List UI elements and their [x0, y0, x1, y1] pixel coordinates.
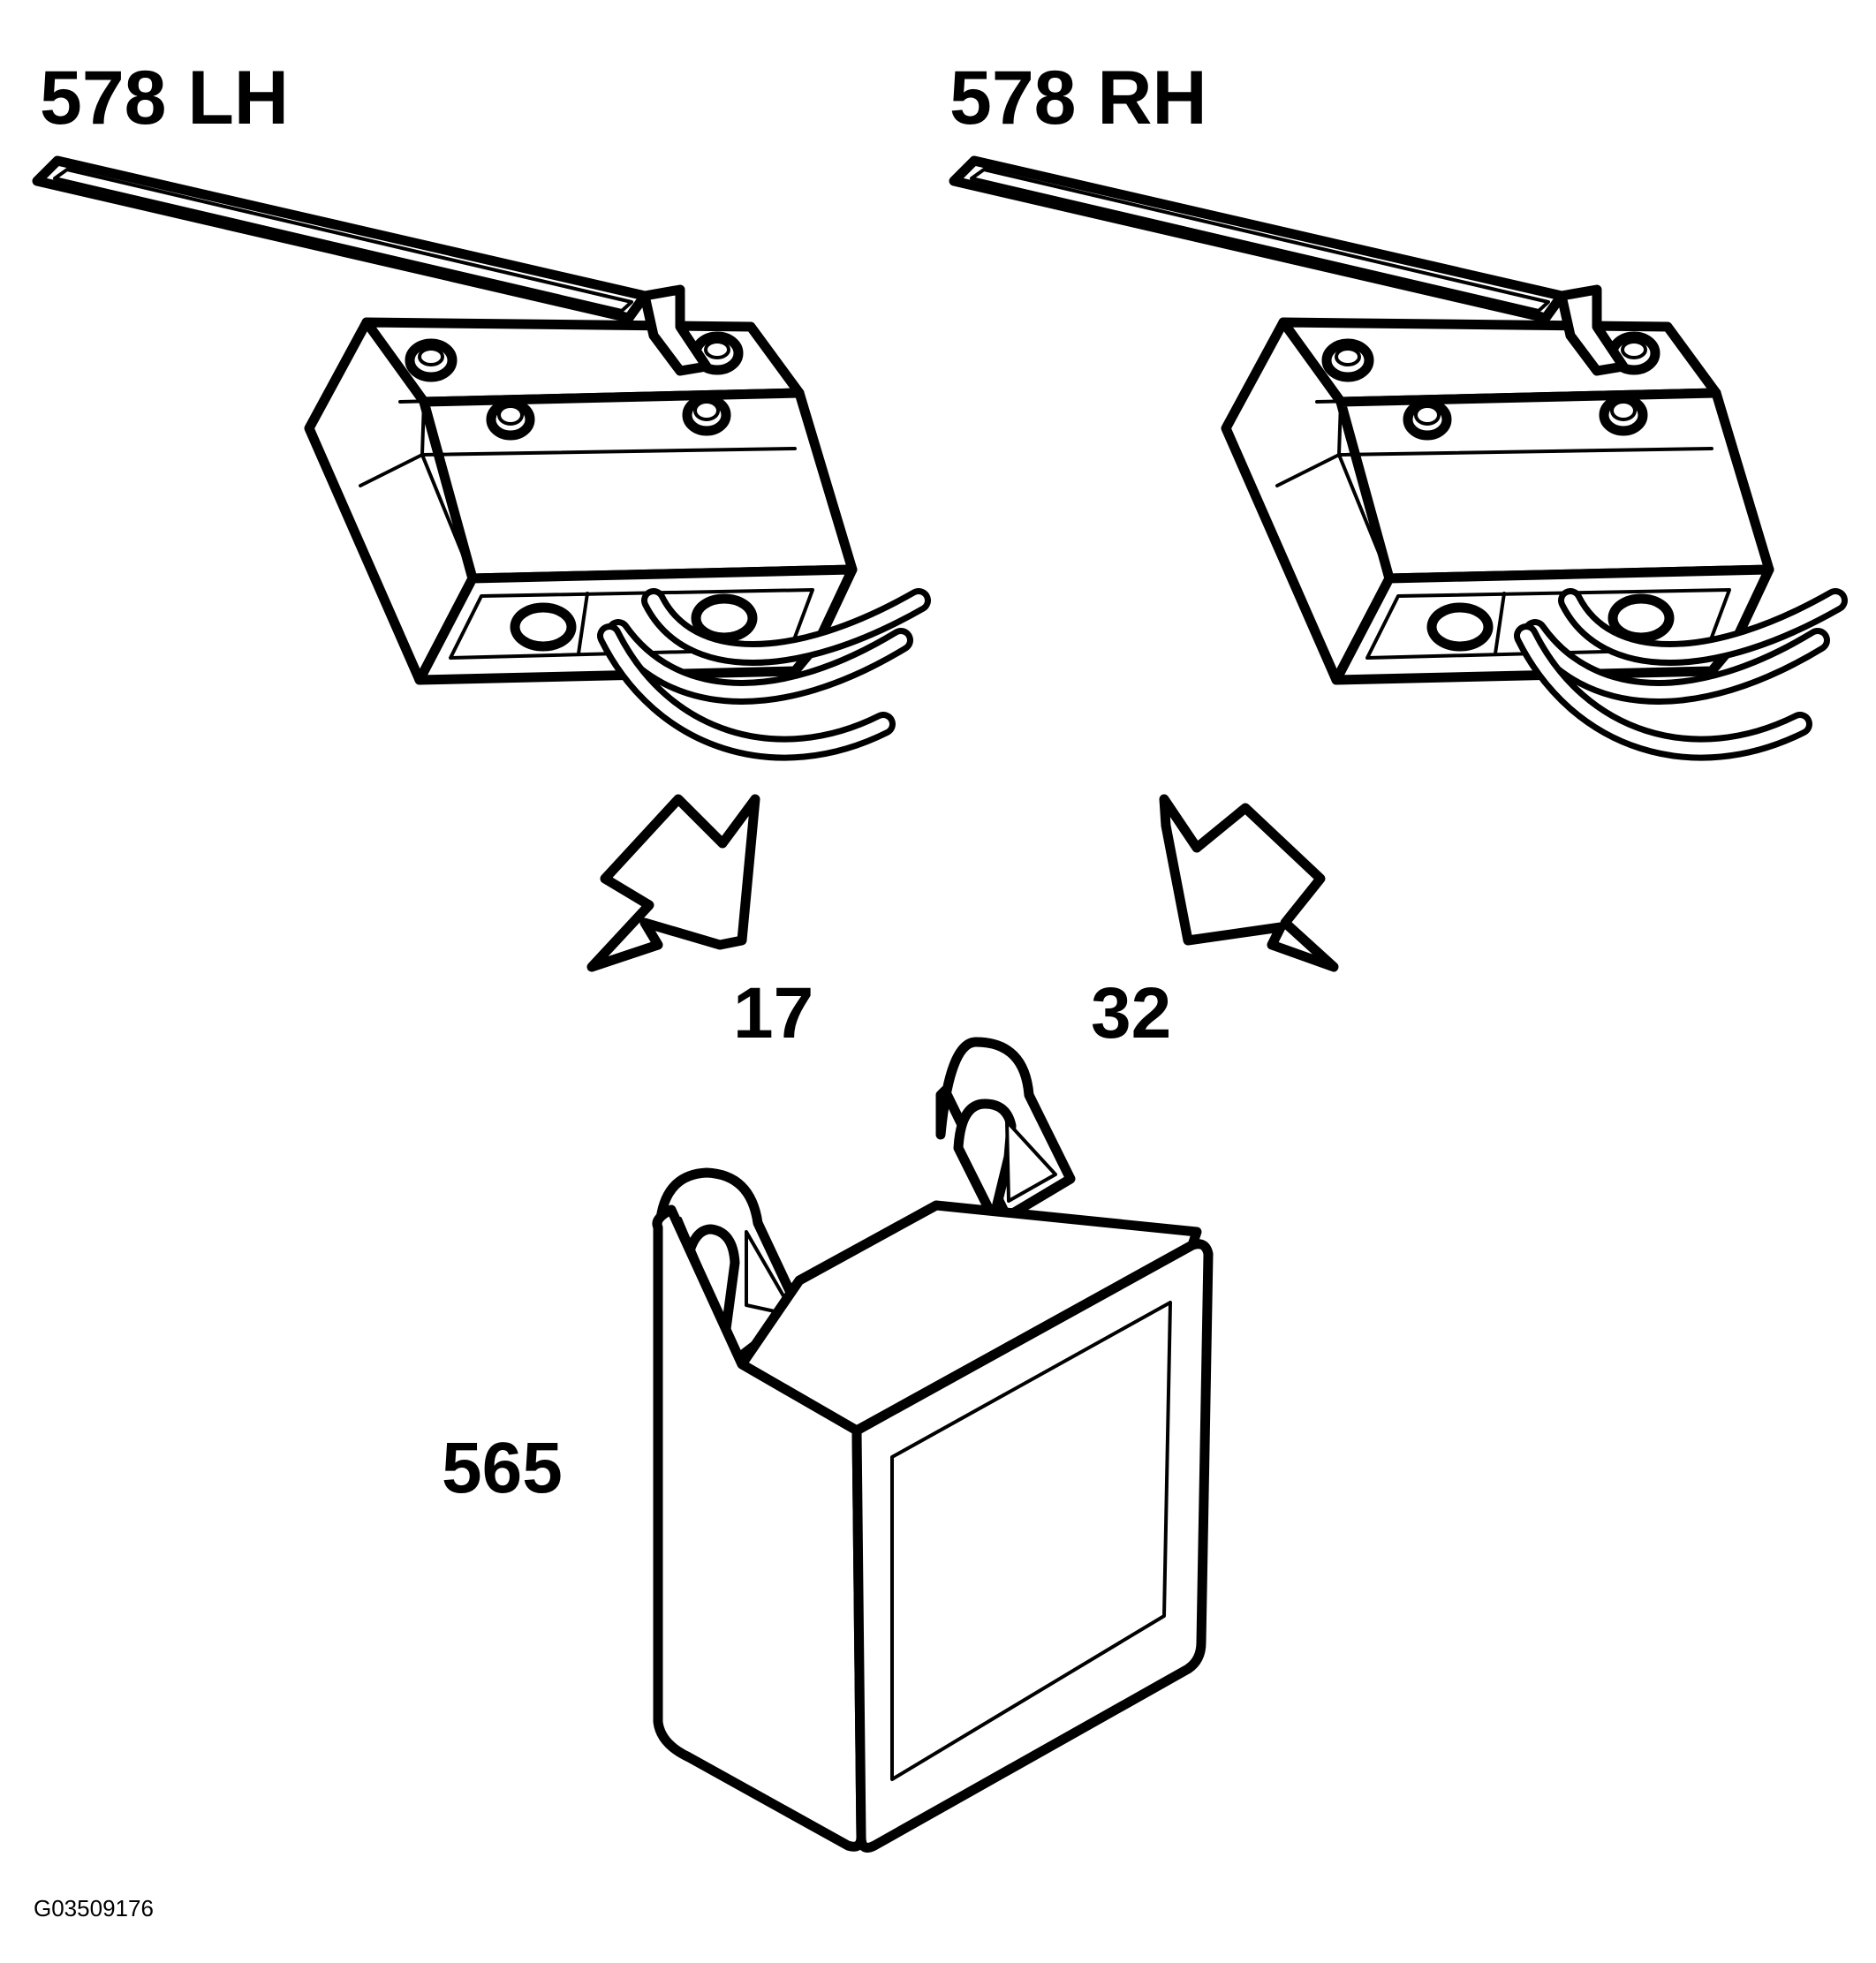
arrow-down-left-icon	[586, 794, 760, 972]
module-callout: 565	[442, 1428, 563, 1508]
microswitch-lh	[32, 155, 931, 761]
figure-id: G03509176	[34, 1895, 154, 1921]
pin-rh-callout: 32	[1091, 973, 1171, 1053]
switch-rh-callout: 578 RH	[949, 56, 1207, 140]
microswitch-rh	[949, 155, 1848, 761]
pin-lh-callout: 17	[733, 973, 813, 1053]
arrow-down-right-icon	[1159, 794, 1339, 972]
switch-lh-callout: 578 LH	[40, 56, 289, 140]
relay-module-565	[652, 1037, 1214, 1853]
